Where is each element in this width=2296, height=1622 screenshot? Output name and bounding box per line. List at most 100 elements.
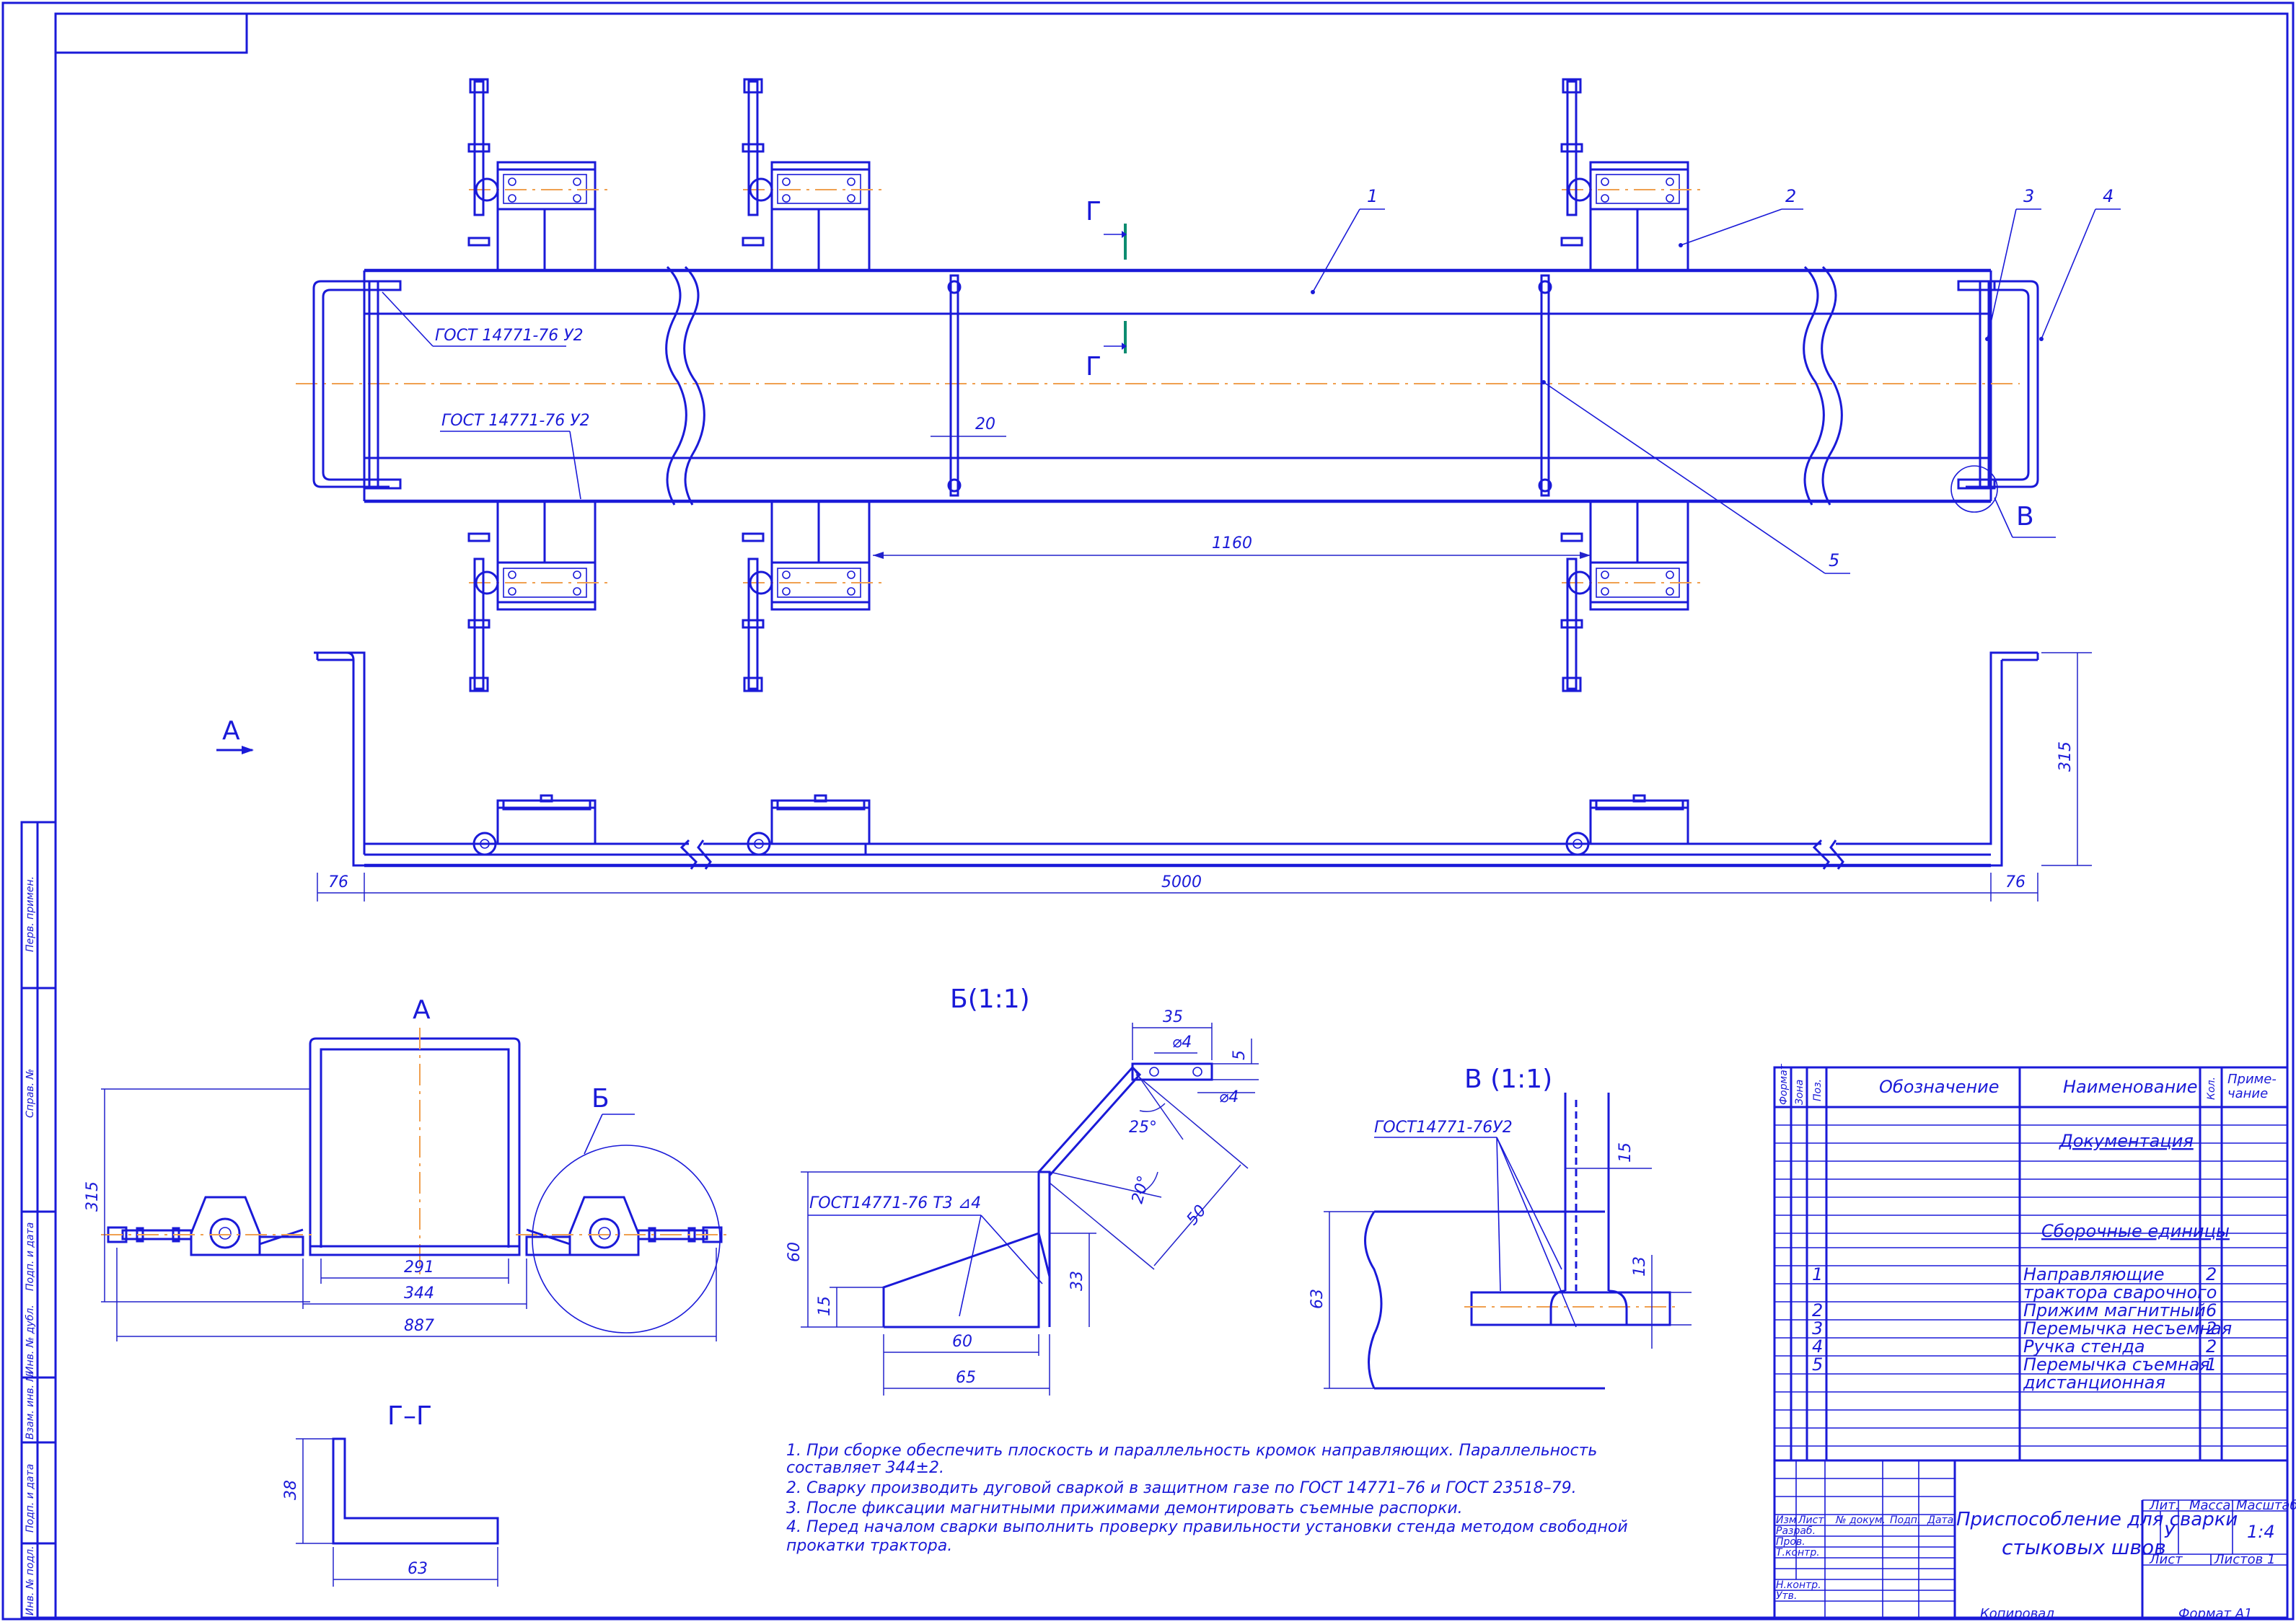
- strip-label-vzam: Взам. инв. №: [25, 1371, 36, 1440]
- tb-mass-label: Масса: [2189, 1498, 2230, 1513]
- spec-header-note-1: Приме-: [2227, 1072, 2277, 1087]
- spec-row-1-qty: 2: [2206, 1264, 2217, 1284]
- callout-5: 5: [1829, 550, 1839, 570]
- spec-row-1-pos: 1: [1812, 1264, 1823, 1284]
- spec-row-6-qty: 1: [2206, 1354, 2217, 1375]
- tb-row-tkontr: Т.контр.: [1776, 1547, 1820, 1559]
- spec-row-5-qty: 2: [2206, 1336, 2217, 1357]
- dim-plan-1160: 1160: [1212, 534, 1252, 552]
- weld-mark-v-view: ГОСТ14771-76У2: [1374, 1119, 1513, 1137]
- tb-title-line-2: стыковых швов: [2002, 1535, 2166, 1559]
- dim-a-291: 291: [404, 1259, 434, 1277]
- spec-row-4-pos: 3: [1812, 1318, 1823, 1339]
- spec-row-2-name: трактора сварочного: [2023, 1282, 2217, 1303]
- callout-3: 3: [2023, 186, 2034, 206]
- spec-row-5-pos: 4: [1812, 1336, 1823, 1357]
- spec-row-7-name: дистанционная: [2023, 1372, 2165, 1393]
- strip-label-podp2: Подп. и дата: [25, 1464, 36, 1533]
- plan-view: [296, 265, 2039, 513]
- dim-plan-20: 20: [975, 415, 995, 433]
- spec-row-3-qty: 6: [2206, 1300, 2217, 1321]
- spec-header-format: Формат: [1778, 1063, 1790, 1105]
- dim-b-5: 5: [1231, 1050, 1249, 1060]
- clamp-bottom-1: [467, 500, 610, 692]
- tb-sheets-label: Листов 1: [2214, 1552, 2275, 1567]
- view-v: В (1:1) ГОСТ14771-76У2 15 63 13: [1308, 1065, 1692, 1390]
- tb-col-podp: Подп.: [1890, 1515, 1920, 1526]
- dim-gg-38: 38: [282, 1480, 300, 1500]
- weld-marks-plan: ГОСТ 14771-76 У2 ГОСТ 14771-76 У2: [382, 291, 590, 500]
- technical-notes: 1. При сборке обеспечить плоскость и пар…: [786, 1442, 1628, 1555]
- section-gg-title: Г–Г: [387, 1401, 432, 1431]
- note-line-2: составляет 344±2.: [786, 1459, 944, 1477]
- note-line-3: 2. Сварку производить дуговой сваркой в …: [786, 1479, 1577, 1497]
- spec-row-4-qty: 2: [2206, 1318, 2217, 1339]
- view-v-title: В (1:1): [1464, 1065, 1552, 1094]
- dim-gg-63: 63: [408, 1560, 428, 1578]
- clamp-top-1: [467, 78, 610, 272]
- tb-row-razrab: Разраб.: [1776, 1525, 1816, 1537]
- dim-side-76-left: 76: [328, 873, 348, 891]
- spec-row-3-name: Прижим магнитный: [2023, 1300, 2206, 1321]
- footer-copied: Копировал: [1980, 1606, 2054, 1621]
- tb-row-prov: Пров.: [1776, 1536, 1805, 1548]
- spec-section-docs: Документация: [2059, 1131, 2194, 1151]
- left-binding-strip: Перв. примен. Справ. № Подп. и дата Инв.…: [20, 821, 57, 1619]
- clamp-top-3: [1560, 78, 1702, 272]
- specification-table: Формат Зона Поз. Обозначение Наименовани…: [1773, 1063, 2289, 1462]
- sheet-footer: Копировал Формат А1: [1980, 1606, 2253, 1621]
- tb-scale-label: Масштаб: [2236, 1498, 2296, 1513]
- strip-label-perv: Перв. примен.: [25, 876, 36, 952]
- spec-header-zone: Зона: [1794, 1080, 1805, 1105]
- dim-b-25: 25°: [1129, 1119, 1157, 1137]
- tb-row-utv: Утв.: [1776, 1590, 1797, 1602]
- strip-label-podp1: Подп. и дата: [25, 1222, 36, 1291]
- spec-header-note-2: чание: [2227, 1086, 2268, 1101]
- callout-1: 1: [1367, 186, 1378, 206]
- view-a-dimensions: 315 291 344 887: [84, 1088, 717, 1341]
- dim-b-33: 33: [1068, 1271, 1086, 1291]
- weld-mark-b-view: ГОСТ14771-76 Т3 ⊿4: [809, 1194, 981, 1212]
- detail-v-mark-plan: В: [2016, 502, 2034, 532]
- view-a-title: A: [413, 995, 431, 1025]
- dim-b-35: 35: [1163, 1008, 1183, 1026]
- strip-label-podl: Инв. № подл.: [25, 1546, 36, 1616]
- note-line-1: 1. При сборке обеспечить плоскость и пар…: [786, 1442, 1597, 1460]
- strip-label-dubl: Инв. № дубл.: [25, 1305, 36, 1374]
- tb-col-izm: Изм: [1776, 1515, 1797, 1526]
- clamp-top-2: [742, 78, 884, 272]
- tb-col-date: Дата: [1927, 1515, 1953, 1526]
- callout-4: 4: [2103, 186, 2114, 206]
- dim-v-63: 63: [1308, 1289, 1327, 1309]
- spec-row-3-pos: 2: [1812, 1300, 1823, 1321]
- dim-a-315: 315: [84, 1181, 102, 1212]
- dim-v-13: 13: [1631, 1256, 1649, 1277]
- spec-row-4-name: Перемычка несъемная: [2023, 1318, 2232, 1339]
- note-line-6: прокатки трактора.: [786, 1537, 952, 1555]
- view-b-title: Б(1:1): [950, 984, 1030, 1014]
- spec-row-6-pos: 5: [1812, 1354, 1823, 1375]
- tb-scale-value: 1:4: [2247, 1522, 2275, 1542]
- spec-header-designation: Обозначение: [1879, 1077, 2000, 1097]
- spec-header-pos: Поз.: [1812, 1079, 1824, 1101]
- view-b: Б(1:1) 35 ⌀4 5 ⌀4 25° 20° 50 60: [786, 984, 1259, 1396]
- clamps-bottom: [467, 500, 1702, 692]
- footer-format: Формат А1: [2178, 1606, 2253, 1621]
- clamp-bottom-2: [742, 500, 884, 692]
- callout-2: 2: [1785, 186, 1796, 206]
- spec-header-qty: Кол.: [2206, 1077, 2217, 1100]
- clamps-top: [467, 78, 1702, 272]
- dim-a-887: 887: [404, 1317, 434, 1335]
- dim-b-65: 65: [956, 1369, 976, 1387]
- view-a-arrow-label: A: [222, 716, 240, 746]
- dim-a-344: 344: [404, 1284, 434, 1303]
- weld-mark-bottom: ГОСТ 14771-76 У2: [441, 412, 590, 430]
- note-line-5: 4. Перед началом сварки выполнить провер…: [786, 1518, 1628, 1536]
- tb-title-line-1: Приспособление для сварки: [1956, 1509, 2238, 1530]
- dim-v-15: 15: [1617, 1142, 1635, 1163]
- tb-col-list: Лист: [1798, 1515, 1824, 1526]
- spec-section-assy: Сборочные единицы: [2041, 1221, 2230, 1241]
- dim-b-60h: 60: [952, 1333, 972, 1351]
